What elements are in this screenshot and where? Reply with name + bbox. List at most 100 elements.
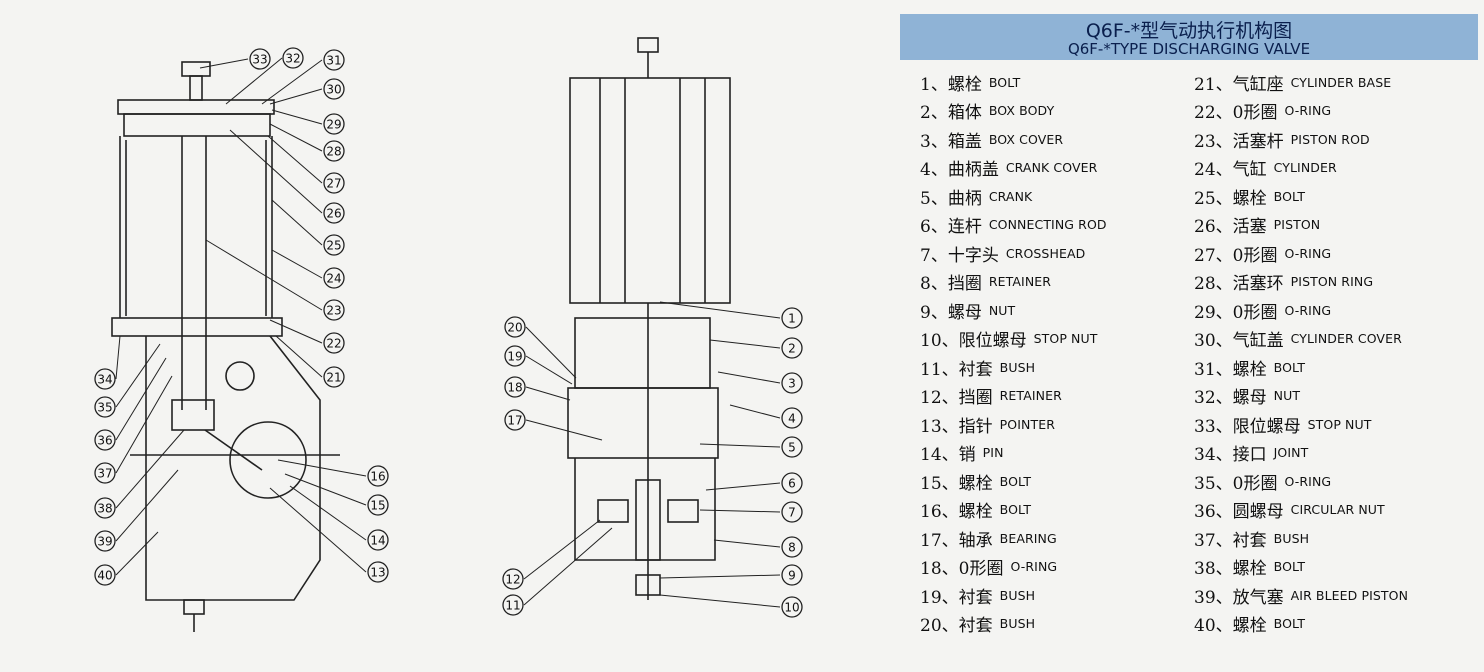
part-num: 26、: [1194, 217, 1233, 238]
callout-circle: [323, 366, 345, 388]
callout-number: 12: [505, 573, 520, 587]
part-cn: 活塞杆: [1232, 131, 1284, 152]
callout-circle: [323, 140, 345, 162]
part-cn: 螺栓: [1232, 616, 1267, 637]
right-elevation-view: [567, 37, 731, 600]
part-en: CIRCULAR NUT: [1290, 502, 1385, 518]
part-num: 27、: [1194, 245, 1233, 266]
part-en: PIN: [982, 445, 1004, 461]
part-en: O-RING: [1284, 103, 1332, 119]
callout-number: 9: [788, 569, 796, 583]
callout-number: 15: [370, 499, 385, 513]
part-en: CONNECTING ROD: [988, 217, 1107, 233]
callout-circle: [323, 234, 345, 256]
callout-circle: [323, 299, 345, 321]
title-english: Q6F-*TYPE DISCHARGING VALVE: [1067, 40, 1311, 58]
part-num: 35、: [1194, 473, 1233, 494]
part-cn: 接口: [1232, 445, 1267, 466]
valve-drawing-svg: 3332313029282726252423222134353637383940…: [94, 37, 803, 632]
part-cn: 限位螺母: [1232, 416, 1301, 437]
part-num: 40、: [1194, 616, 1233, 637]
callout-number: 27: [326, 177, 341, 191]
part-en: BUSH: [999, 359, 1036, 375]
part-cn: 0形圈: [1232, 103, 1278, 124]
callout-circle: [94, 462, 116, 484]
callout-number: 34: [97, 373, 112, 387]
part-num: 4、: [920, 160, 948, 181]
callout-number: 8: [788, 541, 796, 555]
part-cn: 螺栓: [1232, 559, 1267, 580]
callout-circle: [323, 172, 345, 194]
part-cn: 挡圈: [947, 274, 982, 295]
callout-circle: [504, 345, 526, 367]
callout-number: 22: [326, 337, 341, 351]
part-cn: 衬套: [1232, 530, 1267, 551]
part-cn: 曲柄: [947, 188, 982, 209]
cylinder-base: [111, 317, 283, 337]
part-en: CYLINDER COVER: [1290, 331, 1402, 347]
part-num: 12、: [920, 388, 959, 409]
part-num: 31、: [1194, 359, 1233, 380]
crank-disc: [229, 421, 307, 499]
callout-number: 1: [788, 312, 796, 326]
callout-circle: [94, 396, 116, 418]
part-en: BOLT: [1273, 559, 1306, 575]
part-cn: 指针: [958, 416, 993, 437]
part-en: O-RING: [1284, 245, 1332, 261]
callout-number: 37: [97, 467, 112, 481]
right-bottom-nut: [635, 574, 661, 596]
part-en: NUT: [1273, 388, 1301, 404]
callout-number: 5: [788, 441, 796, 455]
part-num: 17、: [920, 530, 959, 551]
callout-number: 7: [788, 506, 796, 520]
part-en: O-RING: [1010, 559, 1058, 575]
callout-number: 24: [326, 272, 341, 286]
part-num: 22、: [1194, 103, 1233, 124]
part-cn: 十字头: [947, 245, 999, 266]
part-cn: 衬套: [958, 359, 993, 380]
callout-circle: [367, 529, 389, 551]
callout-number: 2: [788, 342, 796, 356]
part-num: 16、: [920, 502, 959, 523]
part-num: 30、: [1194, 331, 1233, 352]
part-en: RETAINER: [988, 274, 1052, 290]
part-en: BOLT: [988, 74, 1021, 90]
part-en: STOP NUT: [1033, 331, 1098, 347]
part-en: CYLINDER BASE: [1290, 74, 1392, 90]
crank-pin-upper: [225, 361, 255, 391]
callout-number: 30: [326, 83, 341, 97]
part-en: BOLT: [1273, 188, 1306, 204]
part-en: PISTON RING: [1290, 274, 1374, 290]
part-num: 28、: [1194, 274, 1233, 295]
callout-circle: [94, 564, 116, 586]
callout-number: 13: [370, 566, 385, 580]
callout-number: 20: [507, 321, 522, 335]
part-cn: 限位螺母: [958, 331, 1027, 352]
part-num: 11、: [920, 359, 959, 380]
callout-circle: [504, 409, 526, 431]
part-item: 22、0形圈 O-RING: [1194, 97, 1408, 126]
callout-circle: [323, 202, 345, 224]
callout-number: 33: [252, 53, 267, 67]
callout-number: 36: [97, 434, 112, 448]
part-cn: 螺栓: [958, 473, 993, 494]
part-cn: 气缸座: [1232, 74, 1284, 95]
